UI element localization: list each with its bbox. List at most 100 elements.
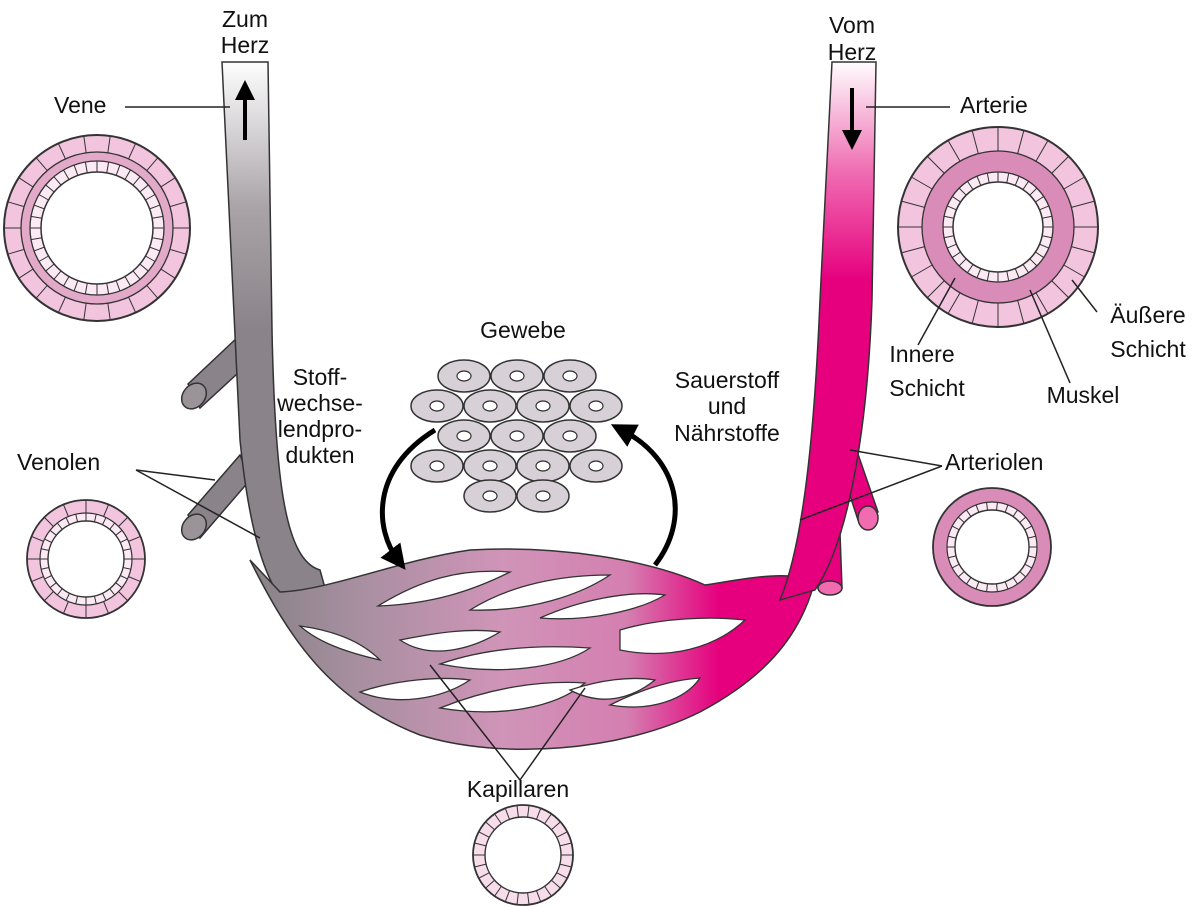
tissue-cell-nucleus xyxy=(509,370,525,382)
wall-segment-line xyxy=(516,805,519,818)
label-vein: Vene xyxy=(54,92,106,118)
wall-segment-line xyxy=(478,831,490,838)
wall-segment-line xyxy=(107,135,111,153)
label-outer-layer-line1: Äußere xyxy=(1110,302,1185,328)
wall-segment-line xyxy=(958,258,967,267)
wall-segment-line xyxy=(103,601,110,614)
wall-segment-line xyxy=(75,595,79,604)
tissue-cell-nucleus xyxy=(429,400,445,412)
wall-segment-line xyxy=(120,538,128,543)
wall-segment-line xyxy=(485,879,495,889)
label-inner-layer-line2: Schicht xyxy=(889,375,965,401)
tissue-cells xyxy=(410,359,623,513)
wall-segment-line xyxy=(132,270,141,280)
wall-segment-line xyxy=(109,522,116,530)
wall-segment-line xyxy=(951,525,960,531)
wall-segment-line xyxy=(1063,176,1085,190)
wall-segment-line xyxy=(115,529,123,536)
wall-segment-line xyxy=(122,548,131,552)
wall-segment-line xyxy=(901,246,925,254)
label-artery: Arterie xyxy=(960,92,1028,118)
wall-segment-line xyxy=(49,529,57,536)
wall-segment-line xyxy=(93,514,97,523)
wall-segment-line xyxy=(41,566,50,570)
wall-segment-line xyxy=(7,248,25,255)
label-to-heart-line1: Zum xyxy=(222,6,268,32)
wall-segment-line xyxy=(947,140,961,162)
wall-segment-line xyxy=(516,892,519,905)
tissue-cell-nucleus xyxy=(562,430,578,442)
wall-segment-line xyxy=(901,200,925,208)
label-outer-layer-line2: Schicht xyxy=(1110,336,1186,362)
wall-segment-line xyxy=(139,184,149,193)
tissue-cell-nucleus xyxy=(588,460,604,472)
label-from-heart-line1: Vom xyxy=(829,12,875,38)
nutrient-arrow-icon xyxy=(610,424,678,567)
wall-segment-line xyxy=(1039,205,1050,211)
capillary-network-holes xyxy=(297,570,747,713)
label-from-heart-line2: Herz xyxy=(828,39,877,65)
wall-segment-line xyxy=(951,563,960,569)
wall-segment-line xyxy=(1014,175,1020,186)
wall-segment-line xyxy=(169,248,187,255)
wall-segment-line xyxy=(45,263,55,272)
wall-segment-line xyxy=(971,130,979,154)
wall-segment-line xyxy=(948,535,957,539)
wall-segment-line xyxy=(1019,571,1027,578)
wall-segment-line xyxy=(474,863,487,868)
wall-segment-line xyxy=(124,169,131,180)
wall-segment-line xyxy=(128,576,141,583)
wall-segment-line xyxy=(957,571,965,578)
wall-segment-line xyxy=(536,808,542,820)
wall-cell-pattern xyxy=(4,127,1098,905)
wall-segment-line xyxy=(38,255,49,262)
wall-segment-line xyxy=(53,176,62,186)
wall-segment-line xyxy=(1006,271,1010,282)
wall-segment-line xyxy=(971,300,979,324)
wall-segment-line xyxy=(544,885,552,897)
wall-segment-line xyxy=(146,285,159,299)
wall-segment-line xyxy=(976,175,982,186)
wall-segment-line xyxy=(118,591,129,602)
wall-segment-line xyxy=(122,566,131,570)
wall-segment-line xyxy=(551,879,561,889)
wall-segment-line xyxy=(149,246,161,252)
wall-segment-line xyxy=(115,582,123,589)
wall-segment-line xyxy=(93,595,97,604)
wall-segment-line xyxy=(44,538,52,543)
wall-segment-line xyxy=(1042,235,1053,239)
wall-segment-line xyxy=(559,842,572,847)
wall-segment-line xyxy=(1017,130,1025,154)
wall-segment-line xyxy=(556,831,568,838)
wall-segment-line xyxy=(83,303,87,321)
wall-segment-line xyxy=(1039,243,1050,249)
wall-segment-line xyxy=(966,509,972,517)
wall-segment-line xyxy=(986,583,989,592)
label-oxygen-line2: und xyxy=(708,393,746,419)
wall-segment-line xyxy=(45,184,55,193)
wall-segment-line xyxy=(995,502,998,511)
wall-segment-line xyxy=(18,177,34,188)
wall-segment-line xyxy=(1027,535,1036,539)
wall-segment-line xyxy=(926,280,945,299)
wall-segment-line xyxy=(527,892,530,905)
wall-segment-line xyxy=(18,268,34,279)
tissue-cell-nucleus xyxy=(535,490,551,502)
wall-segment-line xyxy=(62,601,69,614)
wall-segment-line xyxy=(946,243,957,249)
wall-segment-line xyxy=(976,268,982,279)
tissue-cell-nucleus xyxy=(562,370,578,382)
wall-segment-line xyxy=(49,582,57,589)
wall-segment-line xyxy=(1035,251,1045,258)
wall-segment-line xyxy=(967,180,974,190)
wall-segment-line xyxy=(73,280,79,292)
wall-segment-line xyxy=(128,143,137,160)
wall-segment-line xyxy=(132,176,141,186)
wall-segment-line xyxy=(65,517,70,525)
wall-segment-line xyxy=(504,808,510,820)
tissue-cell-nucleus xyxy=(456,430,472,442)
wall-segment-line xyxy=(926,155,945,174)
wall-segment-line xyxy=(1029,258,1038,267)
wall-segment-line xyxy=(75,514,79,523)
